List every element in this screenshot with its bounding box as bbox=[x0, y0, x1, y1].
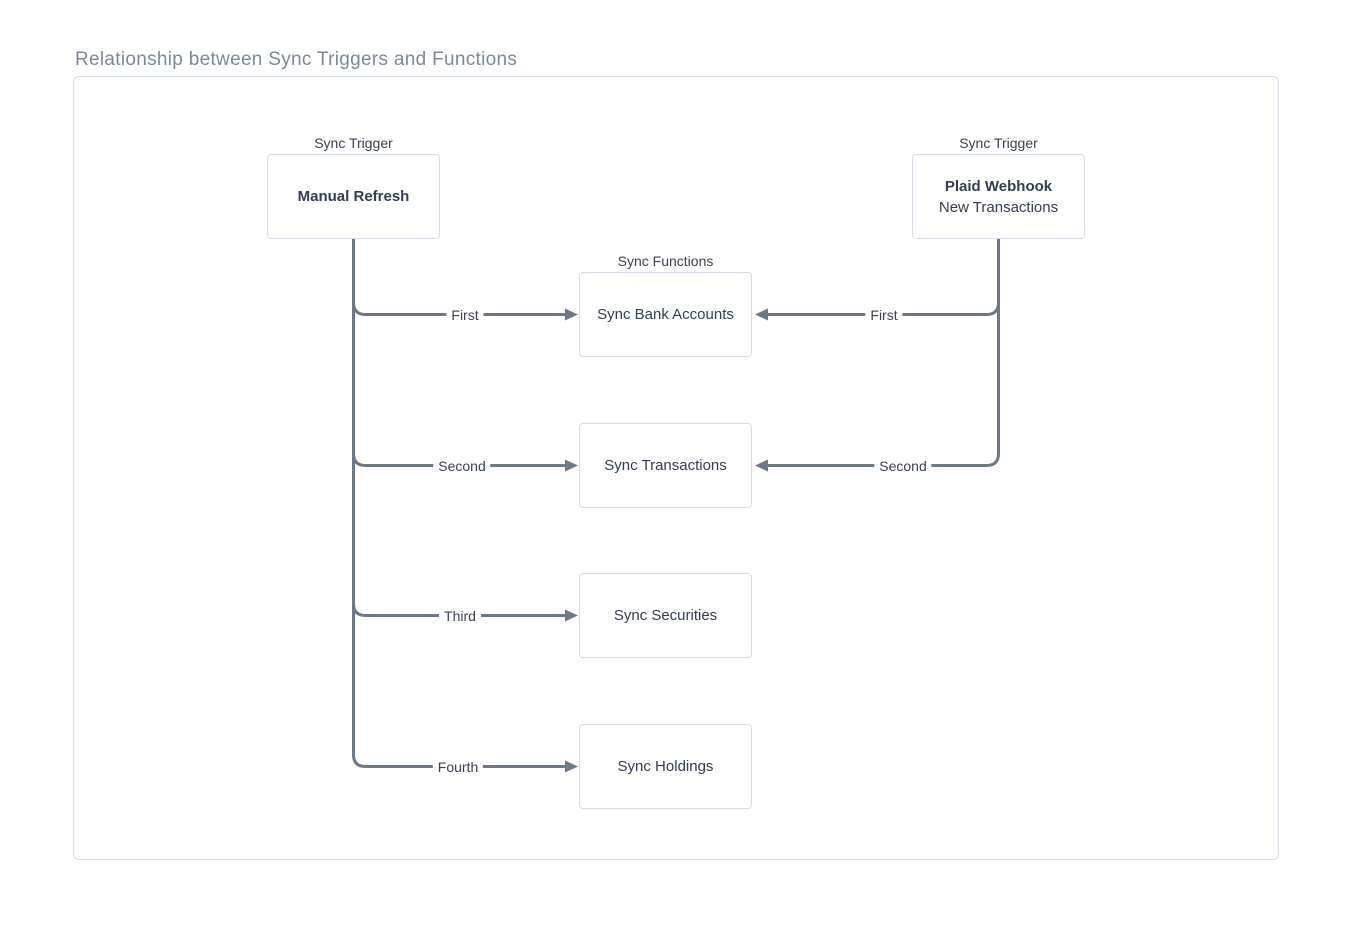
page-title: Relationship between Sync Triggers and F… bbox=[75, 49, 518, 70]
right-trigger-caption: Sync Trigger bbox=[959, 135, 1038, 151]
node-sync-holdings-label: Sync Holdings bbox=[617, 758, 714, 775]
node-sync-holdings: Sync Holdings bbox=[579, 724, 752, 809]
left-trigger-caption: Sync Trigger bbox=[314, 135, 393, 151]
node-sync-transactions: Sync Transactions bbox=[579, 423, 752, 508]
edge-label-manual-first: First bbox=[446, 307, 484, 323]
node-sync-securities-label: Sync Securities bbox=[613, 607, 718, 624]
edge-label-webhook-first: First bbox=[865, 307, 903, 323]
node-plaid-webhook-sublabel: New Transactions bbox=[938, 198, 1059, 216]
node-sync-bank-accounts: Sync Bank Accounts bbox=[579, 272, 752, 357]
node-sync-transactions-label: Sync Transactions bbox=[604, 457, 727, 474]
edge-label-webhook-second: Second bbox=[874, 458, 932, 474]
edge-label-manual-second: Second bbox=[433, 458, 491, 474]
node-plaid-webhook: Plaid Webhook New Transactions bbox=[912, 154, 1085, 239]
node-sync-securities: Sync Securities bbox=[579, 573, 752, 658]
node-manual-refresh-label: Manual Refresh bbox=[297, 188, 410, 205]
edge-label-manual-fourth: Fourth bbox=[432, 759, 484, 775]
edge-label-manual-third: Third bbox=[439, 608, 481, 624]
node-manual-refresh: Manual Refresh bbox=[267, 154, 440, 239]
node-plaid-webhook-label: Plaid Webhook bbox=[944, 177, 1053, 195]
functions-caption: Sync Functions bbox=[617, 253, 714, 269]
node-sync-bank-accounts-label: Sync Bank Accounts bbox=[597, 306, 734, 323]
